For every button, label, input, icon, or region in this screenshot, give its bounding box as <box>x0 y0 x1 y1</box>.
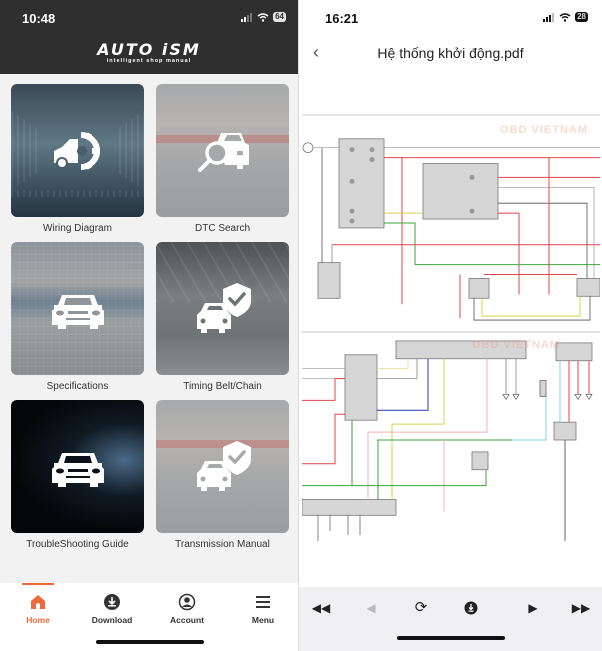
pdf-page-1: OBD VIETNAM <box>302 114 600 328</box>
tab-home[interactable]: Home <box>1 593 75 625</box>
next-page-button[interactable]: ▶ <box>528 601 538 615</box>
car-shield-check-icon <box>196 282 251 333</box>
tile-image[interactable] <box>156 400 289 533</box>
pdf-viewer[interactable]: OBD VIETNAM <box>299 74 602 584</box>
tab-account[interactable]: Account <box>150 593 224 625</box>
tab-label: Home <box>26 615 50 625</box>
wifi-icon <box>257 12 269 22</box>
tile-specifications[interactable]: Specifications <box>11 242 144 400</box>
first-page-button[interactable]: ◀◀ <box>311 601 331 615</box>
previous-page-button[interactable]: ◀ <box>366 601 376 615</box>
document-title: Hệ thống khởi động.pdf <box>377 45 524 61</box>
tile-troubleshooting-guide[interactable]: TroubleShooting Guide <box>11 400 144 558</box>
tile-wiring-diagram[interactable]: Wiring Diagram <box>11 84 144 242</box>
home-icon <box>31 595 45 609</box>
active-tab-indicator <box>22 583 54 585</box>
pdf-page-2: OBD VIETNAM <box>302 331 600 547</box>
wiring-diagram-page-2 <box>302 340 593 542</box>
logo-brand: AUTO iSM <box>97 40 201 59</box>
tile-dtc-search[interactable]: DTC Search <box>156 84 289 242</box>
tab-label: Account <box>170 615 204 625</box>
pdf-nav-bar: ‹ Hệ thống khởi động.pdf <box>299 38 602 74</box>
left-phone-screen: 10:48 64 AUTO iSM intelligent shop manua… <box>0 0 298 651</box>
tile-label: Wiring Diagram <box>43 223 112 234</box>
tile-image[interactable] <box>11 84 144 217</box>
watermark: OBD VIETNAM <box>472 339 560 351</box>
car-front-icon <box>51 294 104 329</box>
tab-menu[interactable]: Menu <box>226 593 300 625</box>
status-bar: 10:48 64 <box>0 0 298 36</box>
pdf-controls-bar: ◀◀ ◀ ⟳ ▶ ▶▶ <box>299 587 602 651</box>
account-circle-icon <box>178 593 196 611</box>
tile-transmission-manual[interactable]: Transmission Manual <box>156 400 289 558</box>
home-indicator[interactable] <box>96 640 204 644</box>
right-phone-screen: 16:21 28 ‹ Hệ thống khởi động.pdf OBD VI… <box>298 0 602 651</box>
app-logo: AUTO iSM intelligent shop manual <box>0 40 298 64</box>
tile-label: Timing Belt/Chain <box>183 381 262 392</box>
status-time: 10:48 <box>22 11 56 26</box>
logo-tagline: intelligent shop manual <box>106 58 192 64</box>
tile-image[interactable] <box>156 242 289 375</box>
car-gear-icon <box>53 131 100 170</box>
tab-download[interactable]: Download <box>75 593 149 625</box>
tab-label: Menu <box>251 615 275 625</box>
tile-image[interactable] <box>156 84 289 217</box>
status-bar: 16:21 28 <box>299 0 602 36</box>
home-indicator[interactable] <box>397 636 505 640</box>
wiring-diagram-page-1 <box>302 138 600 321</box>
tile-label: DTC Search <box>194 223 250 234</box>
tile-label: Specifications <box>46 381 109 392</box>
app-header: 10:48 64 AUTO iSM intelligent shop manua… <box>0 0 298 74</box>
wifi-icon <box>559 12 571 22</box>
battery-indicator: 64 <box>273 12 286 22</box>
download-circle-icon <box>104 594 120 610</box>
car-search-icon <box>197 132 249 172</box>
car-shield-check-icon <box>196 440 251 491</box>
status-icons: 64 <box>241 12 286 22</box>
download-button[interactable] <box>459 601 483 621</box>
status-icons: 28 <box>543 12 588 22</box>
tile-label: Transmission Manual <box>175 539 270 550</box>
watermark: OBD VIETNAM <box>500 124 588 136</box>
hamburger-menu-icon <box>256 596 270 608</box>
tile-image[interactable] <box>11 242 144 375</box>
chevron-left-icon[interactable]: ‹ <box>313 42 319 62</box>
rotate-button[interactable]: ⟳ <box>414 599 428 616</box>
feature-grid: Wiring Diagram DTC Search <box>11 84 289 558</box>
tile-timing-belt-chain[interactable]: Timing Belt/Chain <box>156 242 289 400</box>
download-circle-icon <box>464 601 478 615</box>
bottom-tab-bar: Home Download Account Menu <box>0 583 298 651</box>
signal-icon <box>241 12 253 22</box>
tab-label: Download <box>91 615 133 625</box>
last-page-button[interactable]: ▶▶ <box>571 601 591 615</box>
signal-icon <box>543 12 555 22</box>
tile-image[interactable] <box>11 400 144 533</box>
tile-label: TroubleShooting Guide <box>26 539 129 550</box>
battery-indicator: 28 <box>575 12 588 22</box>
car-front-icon <box>51 452 104 487</box>
status-time: 16:21 <box>325 11 359 26</box>
